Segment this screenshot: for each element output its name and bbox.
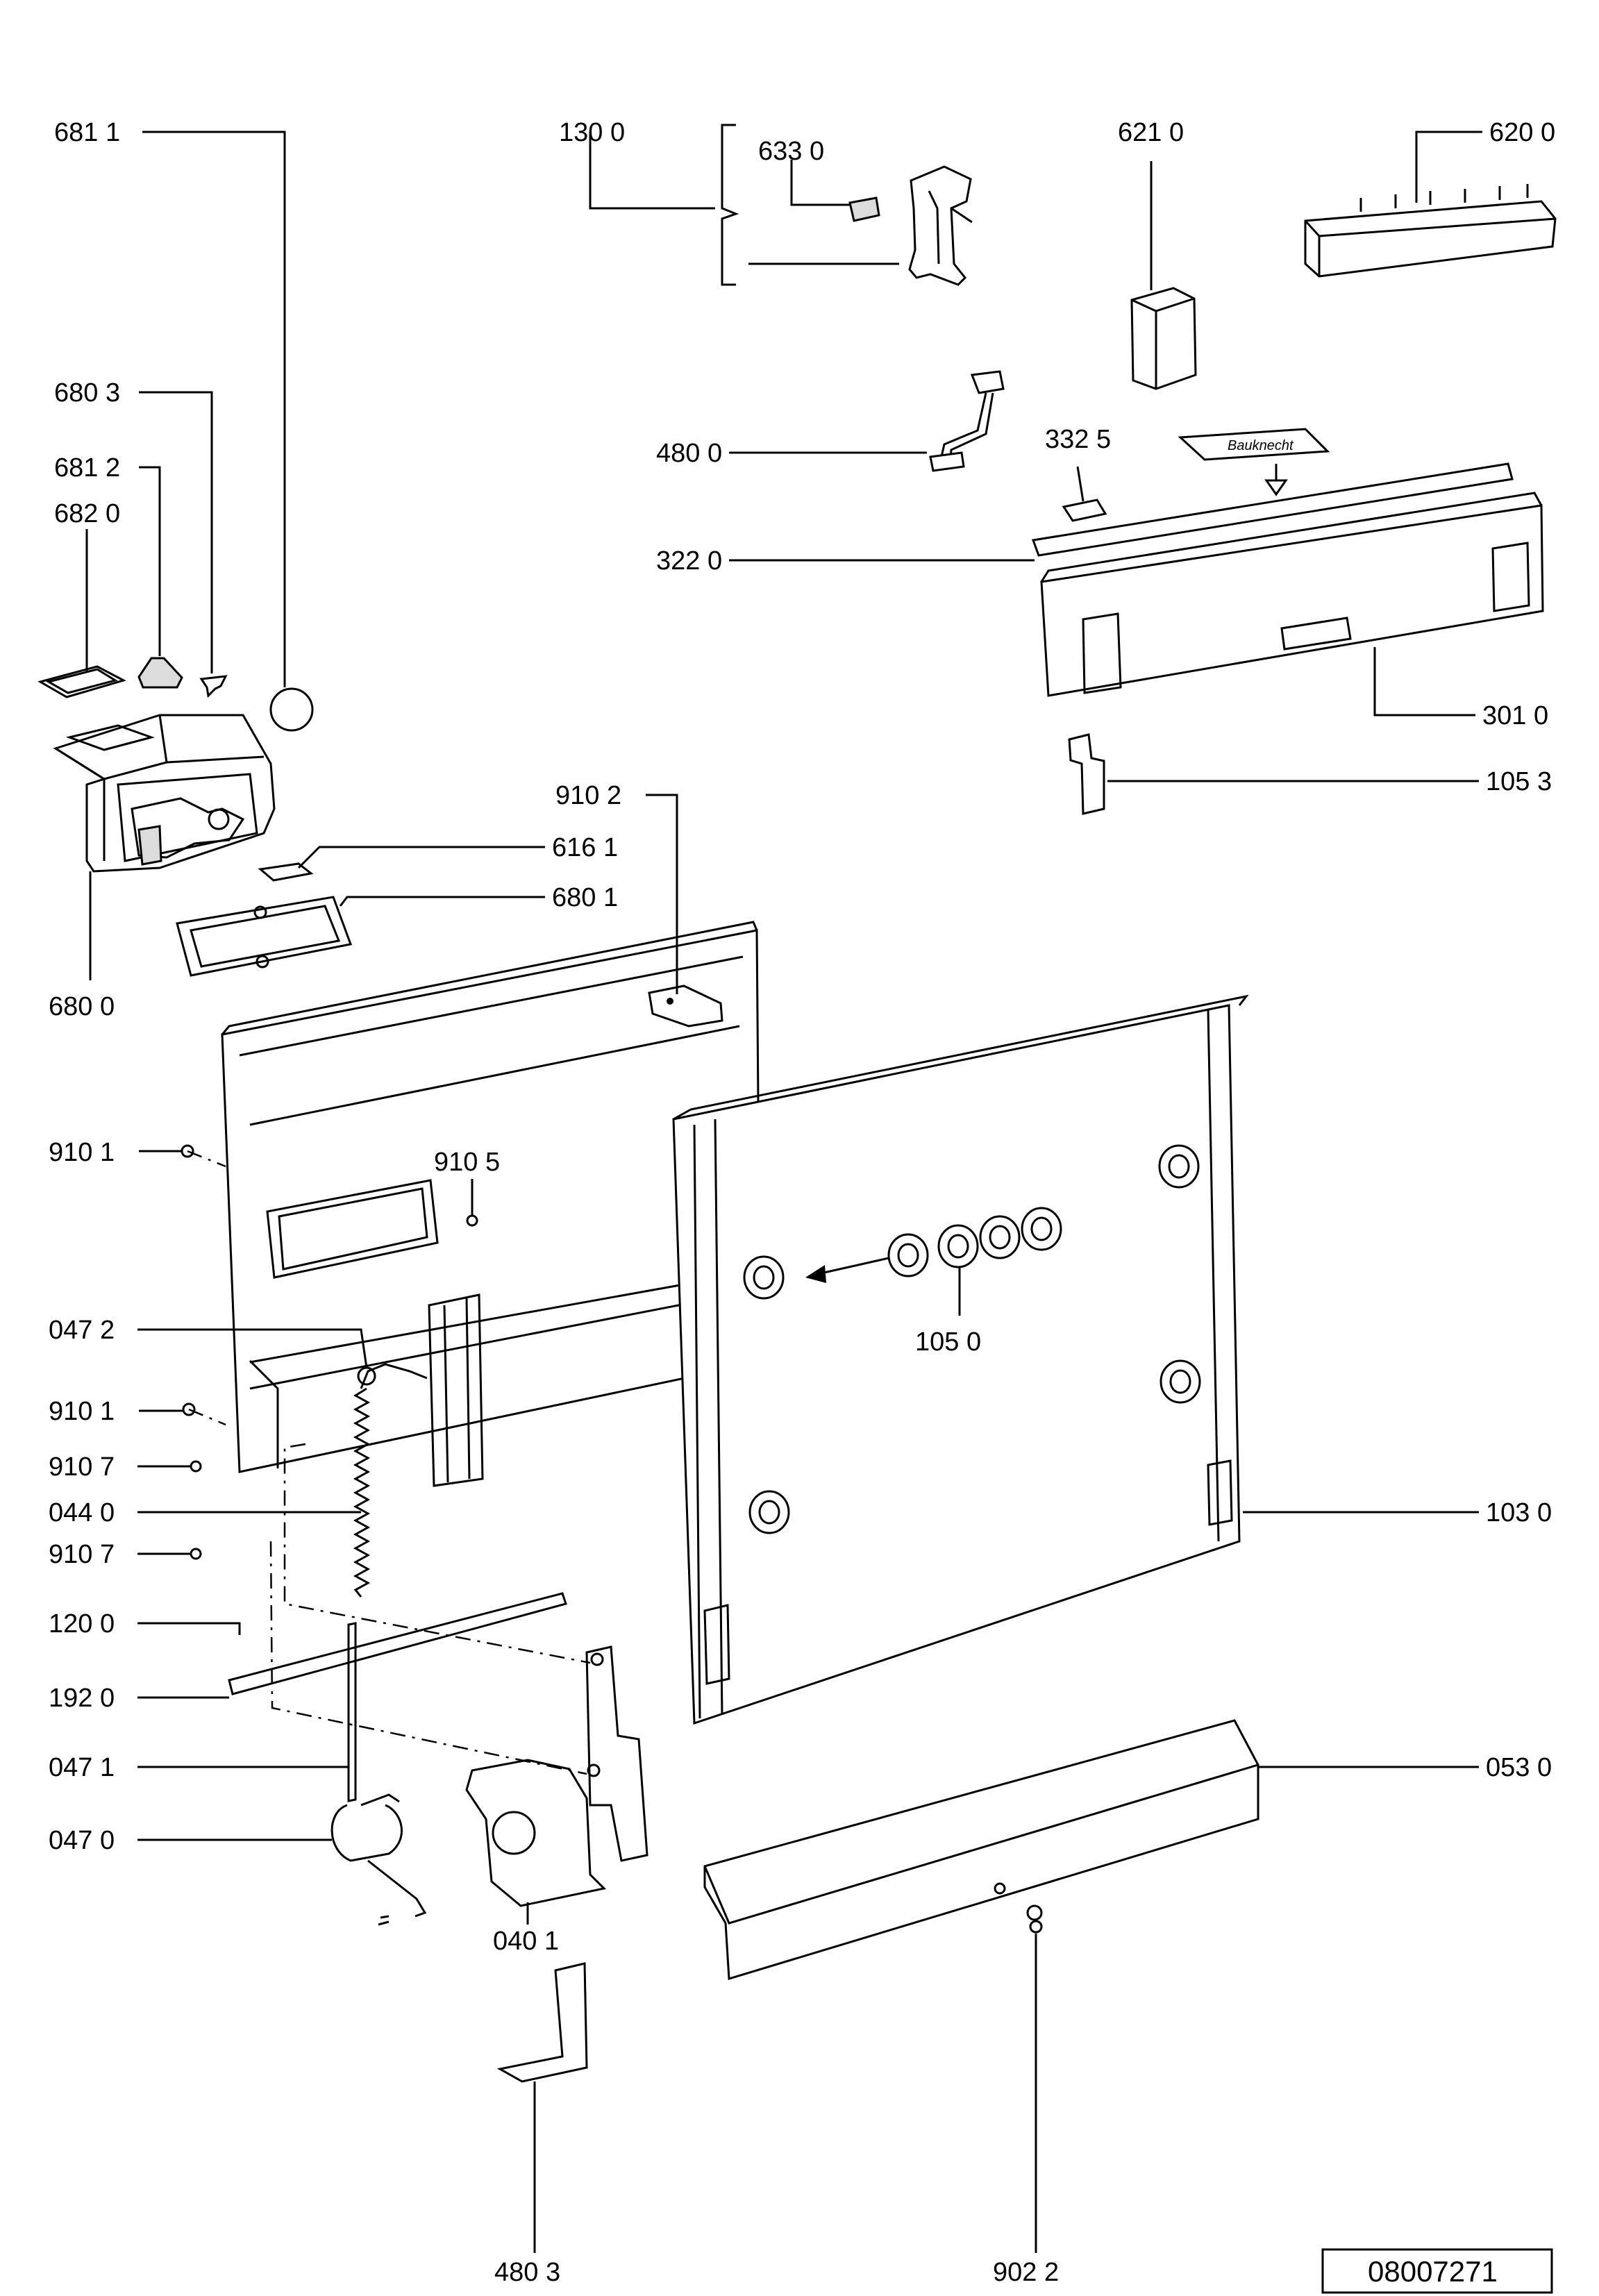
label-910-7-b: 910 7 bbox=[49, 1540, 115, 1569]
screw-902-2 bbox=[1026, 1904, 1043, 1921]
label-301-0: 301 0 bbox=[1482, 701, 1548, 730]
bracket-105-3 bbox=[1068, 733, 1105, 815]
board-620-0 bbox=[1304, 200, 1557, 278]
switch-bracket-130-0 bbox=[908, 165, 972, 286]
label-322-0: 322 0 bbox=[656, 546, 722, 576]
bracket-480-3 bbox=[496, 1962, 588, 2083]
label-044-0: 044 0 bbox=[49, 1498, 115, 1527]
kickplate-053-0 bbox=[703, 1719, 1259, 1980]
dispenser-680-0 bbox=[53, 714, 276, 873]
label-633-0: 633 0 bbox=[758, 137, 824, 166]
brand-label-text: Bauknecht bbox=[1228, 438, 1294, 453]
label-053-0: 053 0 bbox=[1486, 1753, 1552, 1782]
label-910-7-a: 910 7 bbox=[49, 1452, 115, 1482]
spring-044-0 bbox=[353, 1387, 371, 1598]
harness-480-0 bbox=[939, 370, 1005, 466]
label-103-0: 103 0 bbox=[1486, 1498, 1552, 1527]
label-910-1-b: 910 1 bbox=[49, 1397, 115, 1426]
lower-parts bbox=[228, 1592, 1259, 2083]
reference-box: 08007271 bbox=[1321, 2248, 1553, 2294]
bumpers-105-0 bbox=[887, 1207, 1062, 1277]
label-620-0: 620 0 bbox=[1489, 118, 1555, 147]
label-130-0: 130 0 bbox=[559, 118, 625, 147]
catch-681-2 bbox=[137, 657, 183, 689]
control-panel-301-0 bbox=[1040, 504, 1544, 697]
screw-910-7-a bbox=[190, 1460, 202, 1473]
label-480-3: 480 3 bbox=[494, 2258, 560, 2287]
label-680-1: 680 1 bbox=[552, 883, 618, 912]
label-621-0: 621 0 bbox=[1118, 118, 1184, 147]
label-047-2: 047 2 bbox=[49, 1316, 115, 1345]
module-621-0 bbox=[1130, 287, 1197, 390]
rod-047-1 bbox=[347, 1622, 357, 1802]
part-labels: 681 1 130 0 633 0 621 0 620 0 680 3 681 … bbox=[49, 118, 1555, 2287]
gasket-682-0 bbox=[37, 665, 126, 698]
brand-label bbox=[1178, 428, 1330, 461]
label-910-5: 910 5 bbox=[434, 1148, 500, 1177]
label-681-2: 681 2 bbox=[54, 453, 120, 483]
control-parts: Bauknecht bbox=[848, 165, 1557, 815]
clip-616-1 bbox=[258, 862, 314, 882]
label-480-0: 480 0 bbox=[656, 439, 722, 468]
part-332-5 bbox=[1062, 498, 1107, 522]
label-047-1: 047 1 bbox=[49, 1753, 115, 1782]
clamp-047-0 bbox=[330, 1793, 427, 1918]
label-902-2: 902 2 bbox=[993, 2258, 1059, 2287]
label-616-1: 616 1 bbox=[552, 833, 618, 862]
label-040-1: 040 1 bbox=[493, 1927, 559, 1956]
outer-door-103-0 bbox=[672, 994, 1249, 1725]
label-681-1: 681 1 bbox=[54, 118, 120, 147]
gasket-680-1 bbox=[176, 896, 353, 977]
label-682-0: 682 0 bbox=[54, 499, 120, 528]
label-047-0: 047 0 bbox=[49, 1826, 115, 1855]
control-strip-322-0 bbox=[1031, 462, 1514, 557]
label-192-0: 192 0 bbox=[49, 1684, 115, 1713]
microswitch-633-0 bbox=[848, 196, 880, 222]
label-332-5: 332 5 bbox=[1045, 425, 1111, 454]
label-680-0: 680 0 bbox=[49, 992, 115, 1021]
label-105-0: 105 0 bbox=[915, 1327, 981, 1357]
clip-680-3 bbox=[199, 675, 228, 698]
label-120-0: 120 0 bbox=[49, 1609, 115, 1639]
leader-lines bbox=[85, 124, 1482, 2253]
rail-192-0 bbox=[228, 1592, 567, 1695]
label-680-3: 680 3 bbox=[54, 378, 120, 408]
label-910-1-a: 910 1 bbox=[49, 1138, 115, 1167]
bracket-910-2 bbox=[648, 984, 723, 1028]
label-105-3: 105 3 bbox=[1486, 767, 1552, 796]
screw-910-7-b bbox=[190, 1548, 202, 1560]
screw-910-5 bbox=[466, 1214, 478, 1227]
label-910-2: 910 2 bbox=[555, 781, 621, 810]
inner-door-120-0 bbox=[181, 921, 762, 1598]
cap-681-1 bbox=[269, 687, 314, 732]
dispenser-assembly bbox=[37, 657, 353, 977]
reference-number: 08007271 bbox=[1368, 2255, 1498, 2288]
